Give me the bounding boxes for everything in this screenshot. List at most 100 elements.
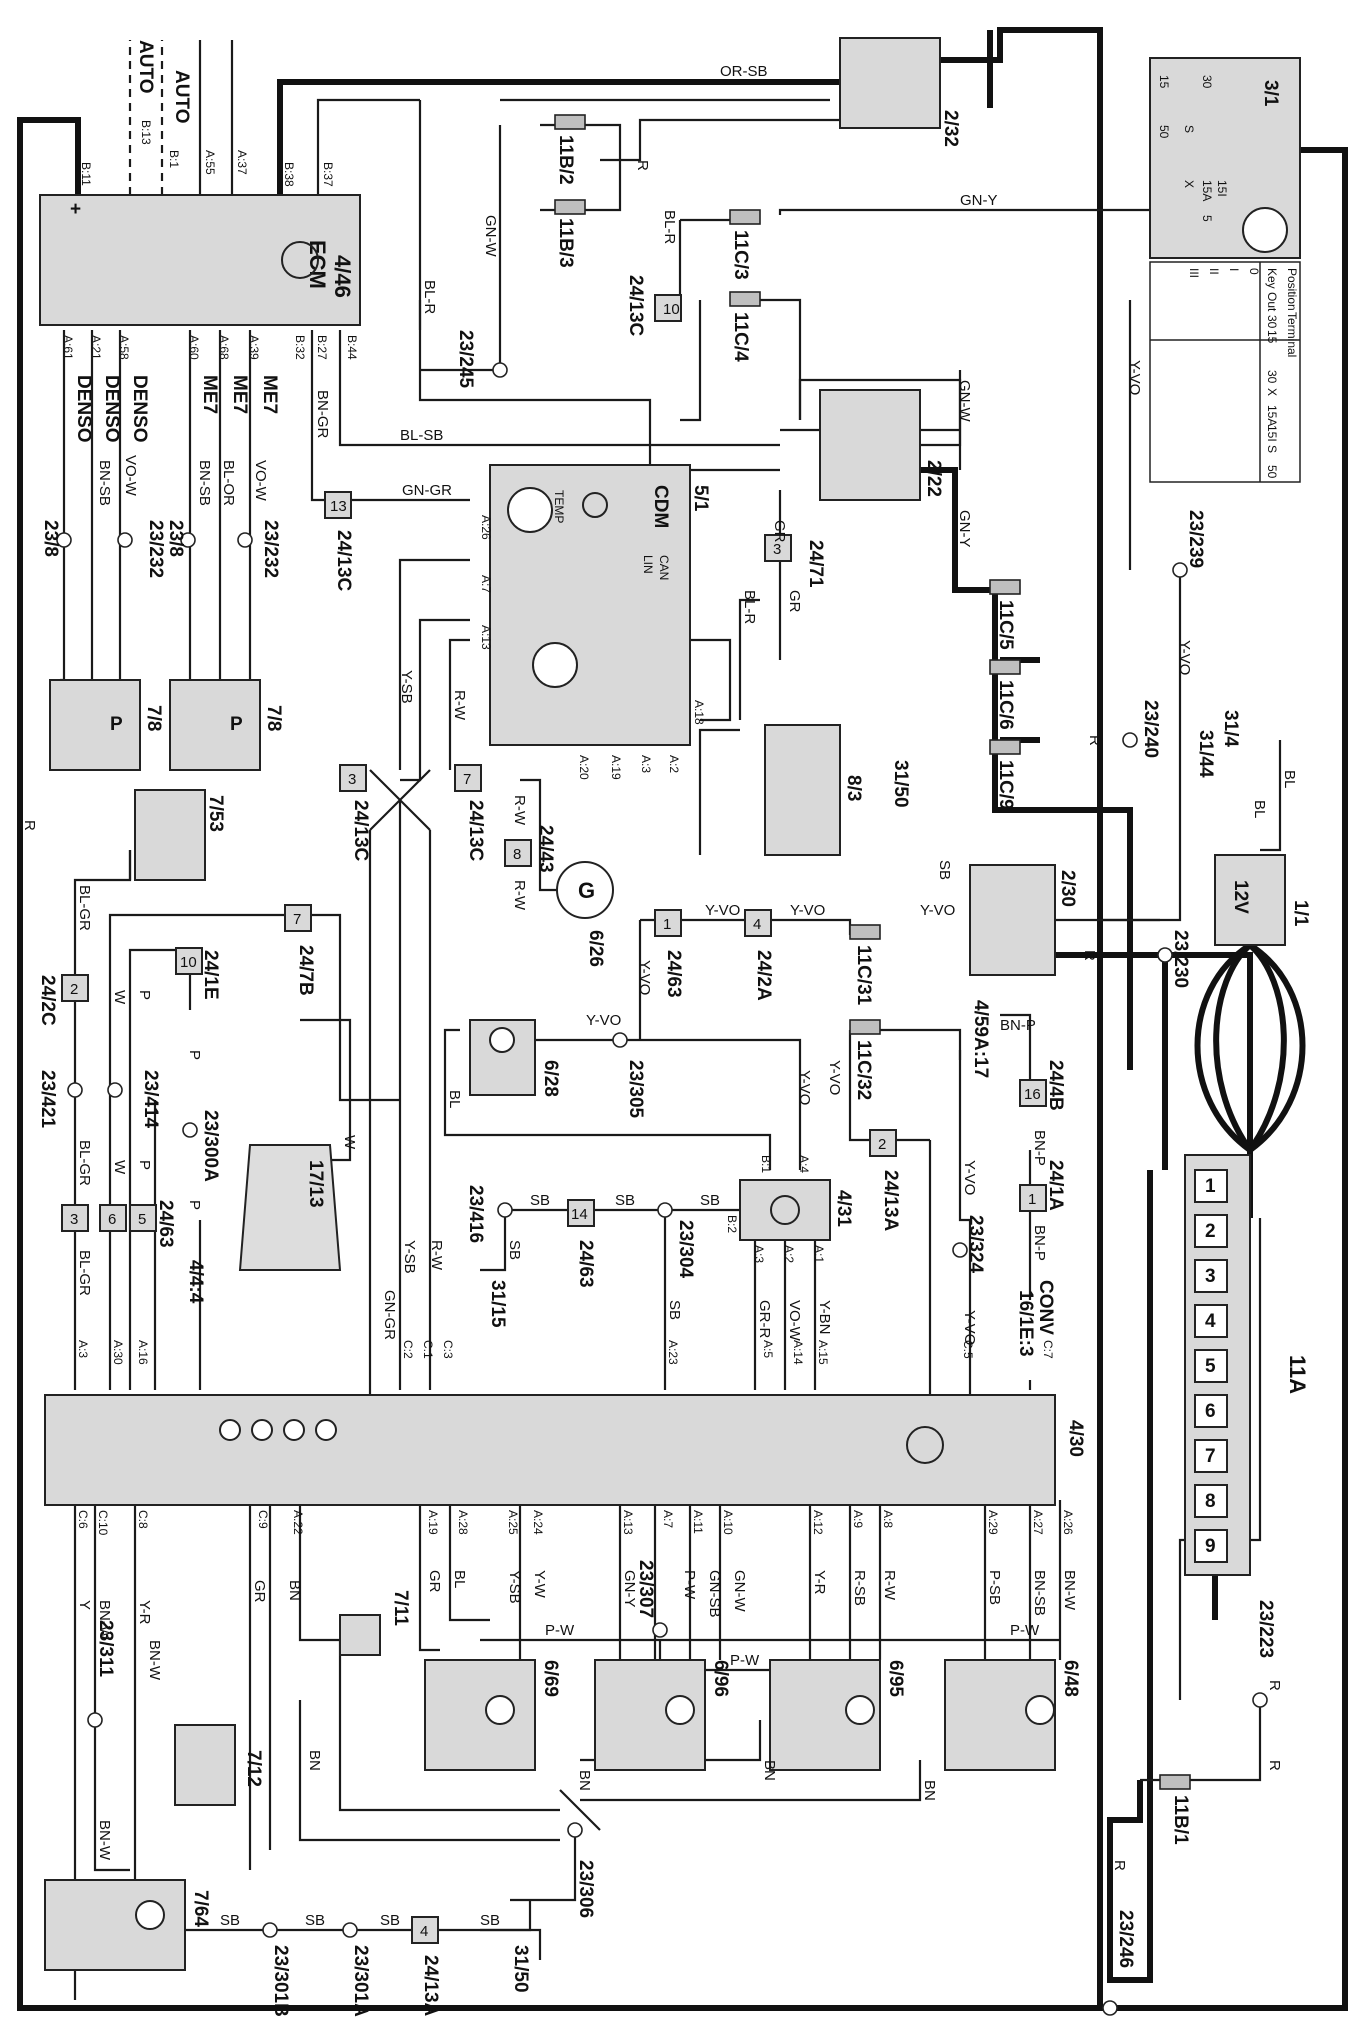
ecm-transistor-icon: [281, 241, 319, 279]
svg-text:GN-SB: GN-SB: [706, 1570, 723, 1618]
svg-text:A:20: A:20: [577, 755, 591, 780]
svg-text:12V: 12V: [1230, 880, 1251, 914]
svg-text:Y-SB: Y-SB: [506, 1570, 523, 1604]
svg-text:2: 2: [70, 981, 78, 998]
svg-text:24/43: 24/43: [535, 825, 556, 873]
svg-text:23/305: 23/305: [625, 1060, 646, 1119]
fuse-slot-label: 6: [1205, 1401, 1216, 1422]
engine-variant-labels: DENSO DENSO DENSO ME7 ME7 ME7: [73, 375, 280, 443]
svg-text:P: P: [136, 990, 153, 1000]
svg-text:23/232: 23/232: [145, 520, 166, 578]
svg-text:8: 8: [513, 846, 521, 863]
svg-text:A:26: A:26: [479, 515, 493, 540]
cem-top-pin: A:5: [761, 1340, 775, 1358]
fuse-slot: [1194, 1169, 1228, 1203]
fuse-slot: [1194, 1529, 1228, 1563]
generator-6-26: G 6/26: [556, 861, 614, 967]
cem-bottom-pin: A:29: [986, 1510, 1000, 1535]
svg-text:P: P: [230, 714, 243, 735]
svg-text:P: P: [186, 1050, 203, 1060]
ignition-switch-3-1: 3/1 30 15 50 S X 15A 15I 5: [1149, 57, 1301, 259]
svg-text:S: S: [1265, 445, 1279, 453]
battery-1-1: 12V 1/1: [1214, 854, 1311, 946]
svg-text:GN-GR: GN-GR: [402, 482, 452, 499]
svg-text:A:19: A:19: [609, 755, 623, 780]
cem-bottom-pin: A:8: [881, 1510, 895, 1528]
sensor-7-53: 7/53: [134, 789, 226, 881]
svg-text:BN-SB: BN-SB: [96, 460, 113, 506]
svg-text:4: 4: [753, 916, 761, 933]
cem-transistor-icon: [906, 1426, 944, 1464]
svg-text:23/246: 23/246: [1115, 1910, 1136, 1968]
svg-text:31/50: 31/50: [890, 760, 911, 808]
cem-bottom-pin: C:10: [96, 1510, 110, 1536]
svg-text:11B/3: 11B/3: [555, 218, 576, 268]
sensor-7-8-b: P 7/8: [169, 679, 284, 771]
svg-text:11A: 11A: [1285, 1355, 1310, 1394]
svg-text:X: X: [1265, 388, 1279, 396]
svg-text:BL: BL: [1251, 800, 1268, 818]
svg-text:30: 30: [1265, 315, 1279, 329]
svg-text:LIN: LIN: [641, 555, 655, 574]
fuse-slot-label: 4: [1205, 1311, 1216, 1332]
svg-text:OR-SB: OR-SB: [720, 63, 768, 80]
svg-text:15: 15: [1157, 75, 1171, 89]
svg-text:31/4: 31/4: [1220, 710, 1241, 747]
svg-text:SB: SB: [506, 1240, 523, 1260]
cdm-pins: A:26 A:7 A:13 A:18 A:20 A:19 A:3 A:2: [479, 515, 706, 780]
svg-text:3/1: 3/1: [1260, 80, 1281, 107]
svg-text:SB: SB: [380, 1912, 400, 1929]
signal-wires: [73, 40, 1282, 2000]
svg-text:Y-VO: Y-VO: [705, 902, 740, 919]
svg-text:A:4: A:4: [797, 1155, 811, 1173]
svg-text:Y: Y: [76, 1600, 93, 1610]
fuse-slot-label: 2: [1205, 1221, 1216, 1242]
cem-bottom-pin: A:10: [721, 1510, 735, 1535]
svg-text:Y-VO: Y-VO: [920, 902, 955, 919]
cem-bottom-pin: A:28: [456, 1510, 470, 1535]
cem-bottom-pin: A:13: [621, 1510, 635, 1535]
temp-gauge-icon: [507, 487, 553, 533]
svg-text:BN-P: BN-P: [1031, 1225, 1048, 1261]
control-4-31: 4/31 B:1 A:4 B:2 A:3 A:2 A:1: [725, 1155, 854, 1263]
svg-text:24/2C: 24/2C: [37, 975, 58, 1026]
svg-text:R-W: R-W: [428, 1240, 445, 1271]
svg-text:B:2: B:2: [725, 1215, 739, 1233]
svg-text:15I: 15I: [1265, 425, 1279, 442]
svg-text:6/95: 6/95: [885, 1660, 906, 1697]
svg-text:VO-W: VO-W: [786, 1300, 803, 1342]
svg-text:50: 50: [1265, 465, 1279, 479]
svg-text:Y-VO: Y-VO: [961, 1310, 978, 1345]
svg-text:15: 15: [1265, 330, 1279, 344]
svg-text:BL: BL: [446, 1090, 463, 1108]
svg-text:ME7: ME7: [199, 375, 220, 414]
svg-text:CDM: CDM: [650, 485, 671, 528]
svg-text:P-SB: P-SB: [986, 1570, 1003, 1605]
svg-text:R: R: [634, 160, 651, 171]
svg-text:BL-R: BL-R: [741, 590, 758, 624]
cem-bottom-pin: A:22: [291, 1510, 305, 1535]
svg-text:GN-GR: GN-GR: [381, 1290, 398, 1340]
svg-text:R-SB: R-SB: [851, 1570, 868, 1606]
svg-text:BN: BN: [286, 1580, 303, 1601]
svg-text:23/304: 23/304: [675, 1220, 696, 1279]
svg-text:5: 5: [138, 1211, 146, 1228]
svg-text:Y-VO: Y-VO: [790, 902, 825, 919]
svg-text:23/301A: 23/301A: [350, 1945, 371, 2017]
svg-text:BL-GR: BL-GR: [76, 885, 93, 931]
svg-text:GR: GR: [251, 1580, 268, 1603]
svg-text:BL-SB: BL-SB: [400, 427, 443, 444]
svg-text:Y-VO: Y-VO: [636, 960, 653, 995]
cem-top-pin: A:30: [111, 1340, 125, 1365]
svg-text:4/4:4: 4/4:4: [185, 1260, 206, 1304]
svg-text:BL-R: BL-R: [421, 280, 438, 314]
cdm-module: CDM 5/1 TEMP LIN CAN: [489, 464, 711, 746]
svg-text:GN-W: GN-W: [482, 215, 499, 257]
svg-text:24/1A: 24/1A: [1045, 1160, 1066, 1211]
svg-text:B:1: B:1: [759, 1155, 773, 1173]
svg-text:6: 6: [108, 1211, 116, 1228]
transistor-icon: [770, 1195, 800, 1225]
svg-text:24/71: 24/71: [805, 540, 826, 588]
